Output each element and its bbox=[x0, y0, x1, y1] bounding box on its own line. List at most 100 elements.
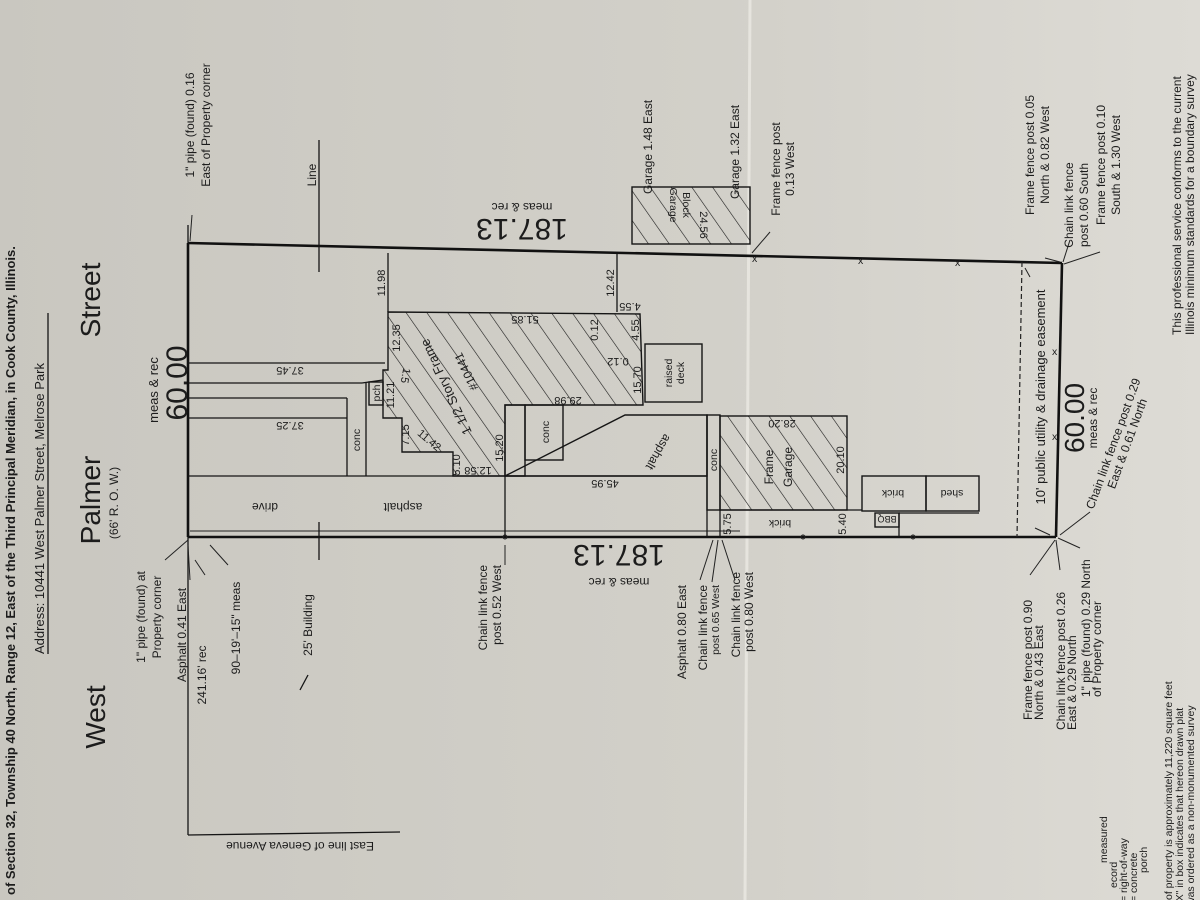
rear-corner-label: North & 0.82 West bbox=[1038, 105, 1052, 203]
geneva-line-label: East line of Geneva Avenue bbox=[226, 839, 374, 853]
front-meas-label: meas & rec bbox=[146, 357, 161, 423]
street-name-west: West bbox=[80, 685, 111, 748]
easement-label: 10' public utility & drainage easement bbox=[1033, 289, 1048, 504]
property-boundary bbox=[186, 225, 1064, 836]
garage-label: Block bbox=[680, 192, 692, 218]
building-line bbox=[299, 140, 320, 691]
dimension-label: 5.10 bbox=[451, 454, 463, 475]
north-meas-label: meas & rec bbox=[492, 200, 553, 214]
easement-line bbox=[1016, 261, 1023, 538]
rear-corner-label: North & 0.43 East bbox=[1032, 625, 1046, 720]
building-line-label: Line bbox=[305, 163, 319, 186]
rear-corner-label: Frame fence post 0.10 bbox=[1094, 105, 1108, 225]
dimension-label: 37.45 bbox=[276, 364, 304, 376]
shed-label: shed bbox=[940, 487, 963, 499]
nw-pipe-label: Property corner bbox=[150, 576, 164, 659]
rear-dimension: 60.00 bbox=[1059, 383, 1090, 453]
certification-note: This professional service conforms to th… bbox=[1170, 76, 1184, 335]
asphalt-label: asphalt bbox=[383, 500, 422, 514]
frame-garage bbox=[719, 415, 848, 511]
building-setback-label: 25' Building bbox=[301, 594, 315, 656]
svg-text:x: x bbox=[955, 257, 961, 269]
rear-meas-label: meas & rec bbox=[1086, 388, 1100, 449]
rear-corner-label: South & 1.30 West bbox=[1109, 114, 1123, 215]
dimension-label: 24.56 bbox=[697, 211, 709, 239]
raised-deck bbox=[644, 343, 703, 403]
nw-rec-label: 241.16' rec bbox=[195, 646, 209, 705]
dimension-label: 11.98 bbox=[376, 270, 388, 297]
asphalt-east-label: Asphalt 0.80 East bbox=[675, 584, 689, 679]
garage-offset-label: Garage 1.48 East bbox=[641, 99, 655, 194]
svg-text:x: x bbox=[858, 255, 864, 267]
dimension-label: 5.40 bbox=[837, 513, 849, 534]
title-strip: of Section 32, Township 40 North, Range … bbox=[3, 246, 18, 895]
rear-corner-label: Frame fence post 0.90 bbox=[1021, 600, 1035, 720]
svg-text:x: x bbox=[752, 253, 758, 265]
legend-text: = right-of-way bbox=[1118, 837, 1130, 900]
frame-post-label: 0.13 West bbox=[783, 141, 797, 195]
survey-note: "X" in box indicates that hereon drawn p… bbox=[1174, 708, 1186, 900]
garage-label: Garage bbox=[781, 447, 795, 487]
north-dimension: 187.13 bbox=[476, 212, 568, 245]
dimension-label: 5.75 bbox=[722, 513, 734, 534]
brick-label: brick bbox=[768, 517, 791, 529]
conc-label: conc bbox=[708, 449, 720, 471]
fence-label: Chain link fence bbox=[696, 585, 710, 671]
dimension-label: 28.20 bbox=[768, 417, 796, 429]
fence-label: post 0.52 West bbox=[490, 564, 504, 644]
porch-label: pch bbox=[371, 384, 383, 401]
leader-lines bbox=[164, 214, 1101, 583]
fence-label: post 0.65 West bbox=[710, 585, 722, 655]
survey-note: was ordered as a non-monumented survey bbox=[1185, 705, 1197, 900]
legend-text: measured bbox=[1098, 816, 1110, 863]
shed bbox=[925, 475, 980, 512]
dimension-label: 45.95 bbox=[591, 477, 619, 489]
fence-label: Chain link fence bbox=[729, 572, 743, 658]
bbq-label: BBQ bbox=[877, 514, 896, 524]
dimension-labels: 11.98 12.42 12.35 1.5 11.21 7.15 11.42 5… bbox=[376, 211, 849, 534]
drive-label: drive bbox=[252, 500, 278, 514]
rear-corner-label: East & 0.29 North bbox=[1065, 635, 1079, 730]
nw-pipe-label: 1" pipe (found) at bbox=[134, 571, 148, 663]
garage-offset-label: Garage 1.32 East bbox=[728, 104, 742, 199]
dimension-label: 15.20 bbox=[494, 434, 506, 462]
fence-label: Chain link fence bbox=[476, 565, 490, 651]
legend-text: = concrete bbox=[1128, 853, 1140, 900]
notes: measured ecord = right-of-way = concrete… bbox=[1098, 74, 1197, 900]
block-garage bbox=[631, 186, 751, 245]
legend-text: ecord bbox=[1108, 862, 1120, 888]
nw-angle-label: 90–19'–15" meas bbox=[229, 582, 243, 675]
legend-text: porch bbox=[1138, 847, 1150, 873]
dimension-label: 0.12 bbox=[589, 319, 601, 340]
frame-post-label: Frame fence post bbox=[769, 122, 783, 216]
street-row: (66' R. O. W.) bbox=[107, 467, 121, 539]
dimension-label: 4.55 bbox=[619, 300, 640, 312]
garage-label: Garage bbox=[667, 187, 679, 222]
dimension-label: 20.10 bbox=[835, 446, 847, 474]
south-dimension: 187.13 bbox=[573, 538, 665, 571]
ne-pipe-label: East of Property corner bbox=[199, 63, 213, 186]
south-meas-label: meas & rec bbox=[589, 575, 650, 589]
garage-label: Frame bbox=[762, 449, 776, 484]
street-name-palmer: Palmer bbox=[75, 456, 106, 545]
raised-deck-label: raised bbox=[663, 359, 675, 388]
rear-corner-label: Chain link fence bbox=[1062, 162, 1076, 248]
rear-corner-label: 1" pipe (found) 0.29 North bbox=[1079, 559, 1093, 697]
rear-corner-label: post 0.60 South bbox=[1077, 163, 1091, 247]
brick-label: brick bbox=[881, 487, 904, 499]
dimension-label: 1.5 bbox=[398, 367, 412, 384]
dimension-label: 12.35 bbox=[391, 324, 403, 352]
dimension-label: 7.15 bbox=[400, 424, 412, 445]
rear-corner-label: of Property corner bbox=[1090, 601, 1104, 697]
svg-text:x: x bbox=[1052, 346, 1058, 358]
dimension-label: 37.25 bbox=[276, 419, 304, 431]
concrete-pad bbox=[524, 404, 564, 461]
conc-label: conc bbox=[540, 421, 552, 443]
dimension-label: 4.55 bbox=[630, 319, 642, 340]
house-footprint bbox=[382, 311, 644, 477]
dimension-label: 29.98 bbox=[554, 394, 582, 406]
fence-label: post 0.80 West bbox=[742, 571, 756, 651]
raised-deck-label: deck bbox=[675, 361, 687, 384]
